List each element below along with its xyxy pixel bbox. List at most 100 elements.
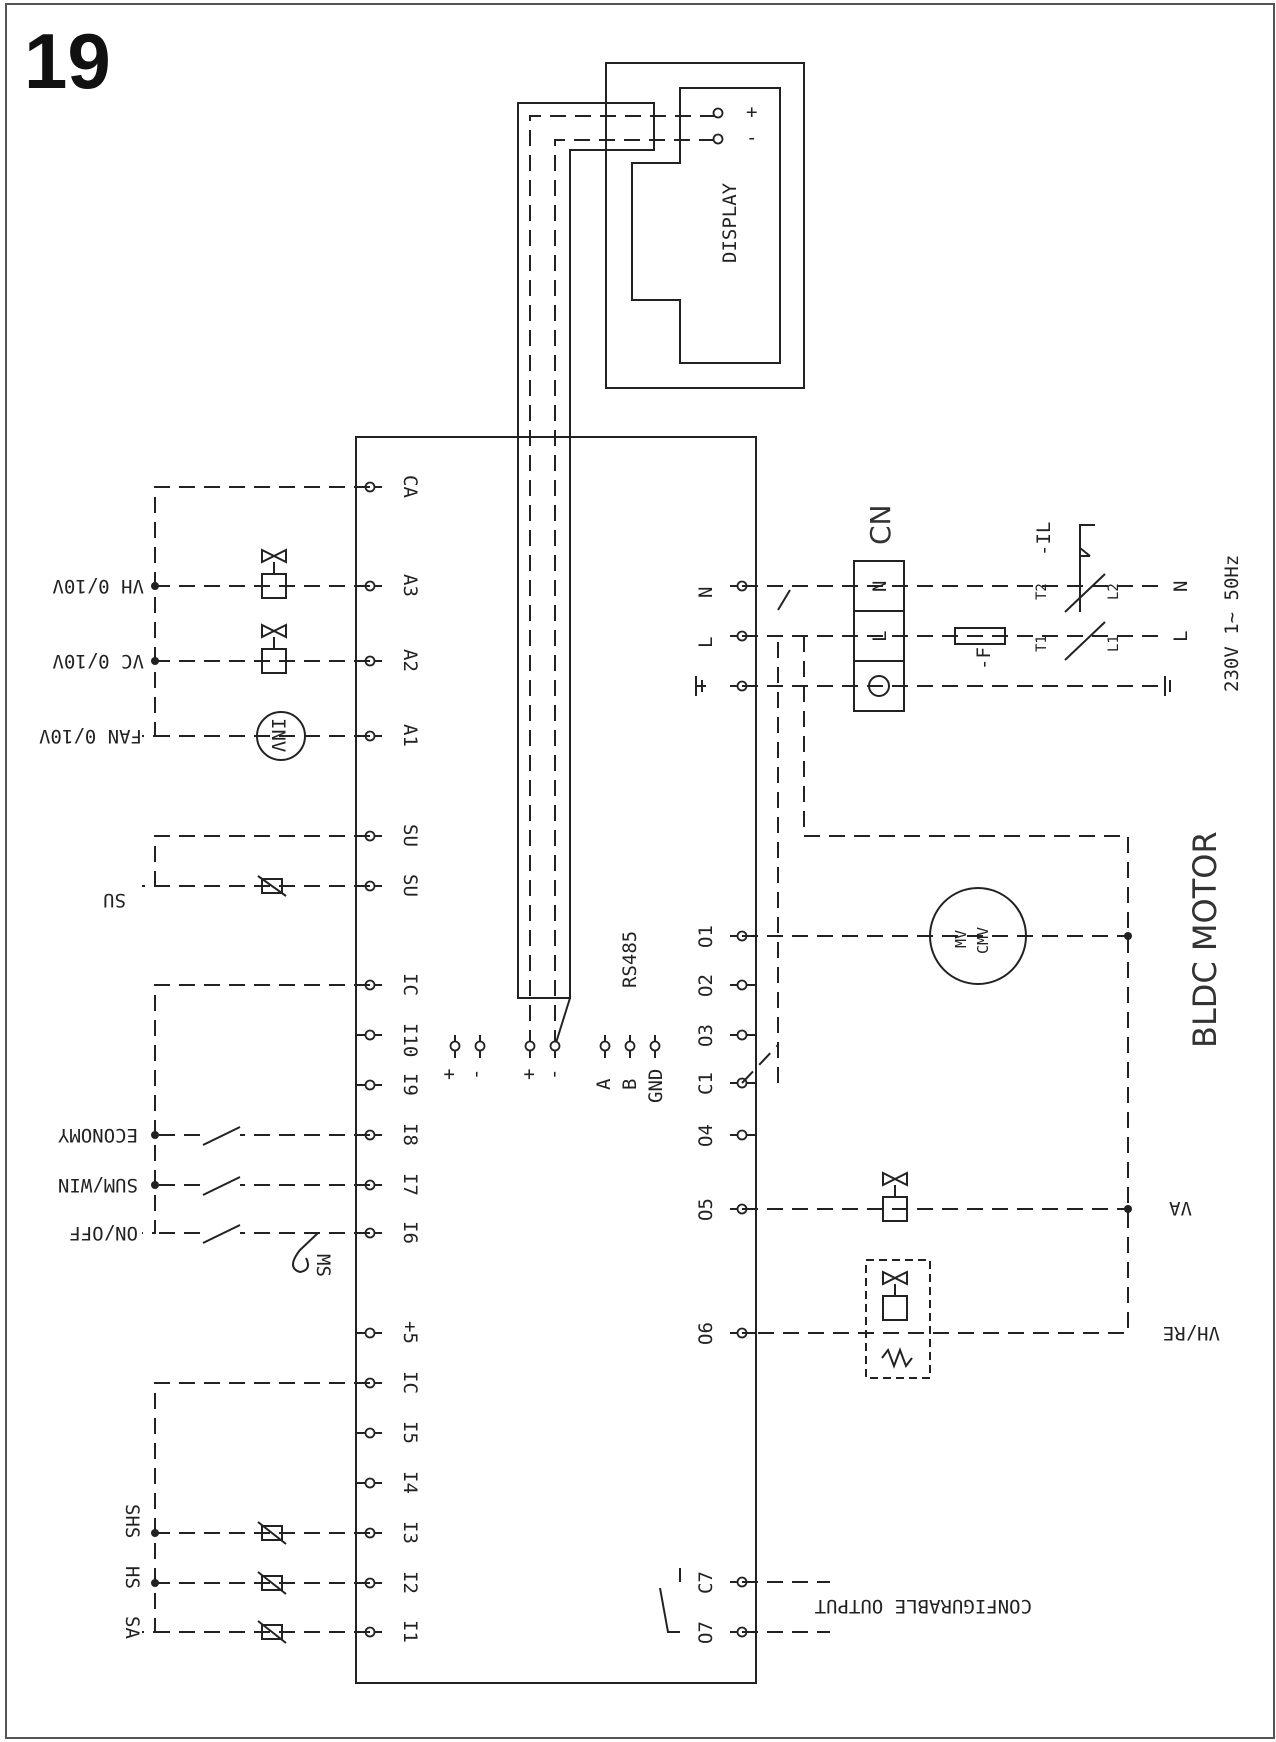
terminal-i4: [364, 1477, 376, 1489]
cn-n: N: [869, 581, 891, 592]
right-terminal-o4: [736, 1129, 748, 1141]
mid-terminal-5: [624, 1040, 636, 1052]
motor-mv-label: MV: [952, 930, 970, 948]
su-label: SU: [103, 889, 126, 911]
right-terminal-label-l: L: [695, 637, 717, 648]
rs485-gnd: GND: [645, 1069, 667, 1103]
display-label: DISPLAY: [719, 182, 741, 263]
shs-label: SHS: [121, 1504, 143, 1538]
vhre-label: VH/RE: [1163, 1322, 1220, 1344]
figure-number: 19: [24, 17, 111, 105]
mid-terminal-6: [649, 1040, 661, 1052]
isolator-switch-icon: -IL T2 T1 L2 L1: [1033, 522, 1122, 661]
terminal-label-ic1: IC: [399, 973, 421, 996]
supply-sensor: SU: [103, 835, 370, 911]
cn-l: L: [869, 631, 891, 642]
display-unit: DISPLAY + -: [605, 62, 805, 389]
sa-label: SA: [121, 1616, 143, 1639]
rs485-label: RS485: [619, 931, 641, 988]
controller-board: [355, 436, 757, 1684]
supply-label: 230V 1~ 50Hz: [1221, 555, 1243, 692]
mid-terminal-2: [524, 1040, 536, 1052]
middle-terminals: + - + - A B GND RS485: [438, 931, 667, 1103]
right-terminal-label-o5: O5: [695, 1198, 717, 1221]
right-terminal-label-o1: O1: [695, 925, 717, 948]
ground-icon: [695, 676, 706, 696]
fuse-icon: -F: [954, 627, 1006, 670]
mid-terminal-0: [449, 1040, 461, 1052]
fuse-label: -F: [973, 647, 995, 670]
t1-label: T1: [1034, 635, 1050, 652]
ms-label: MS: [312, 1254, 334, 1277]
terminal-label-su2: SU: [399, 874, 421, 897]
config-output-label: CONFIGURABLE OUTPUT: [815, 1595, 1032, 1617]
valve-a2-icon: [261, 623, 287, 674]
motor-icon: MV CMV: [929, 887, 1027, 985]
vc-label: VC 0/10V: [52, 650, 144, 672]
digital-inputs: ECONOMY SUM/WIN ON/OFF MS: [57, 984, 370, 1277]
terminal-label-a1: A1: [399, 724, 421, 747]
onoff-label: ON/OFF: [69, 1222, 138, 1244]
right-terminal-o2: [736, 979, 748, 991]
il-label: -IL: [1033, 522, 1055, 556]
motor-wiring: MV CMV BLDC MOTOR VA VH/RE: [741, 589, 1224, 1379]
terminal-label-i3: I3: [399, 1521, 421, 1544]
terminal-label-su1: SU: [399, 824, 421, 847]
l1-label: L1: [1106, 635, 1122, 652]
va-valve-icon: [882, 1171, 908, 1222]
mid-terminal-1: [474, 1040, 486, 1052]
va-label: VA: [1169, 1197, 1192, 1219]
su-sensor-icon: [257, 875, 287, 897]
analog-outputs: INV VH 0/10V VC 0/10V FAN 0/10V: [39, 486, 370, 761]
power-supply: CN N L -F -IL T2 T1 L2 L1 N L 230V 1~ 50…: [695, 505, 1243, 712]
terminal-label-i2: I2: [399, 1571, 421, 1594]
line-n-label: N: [1170, 581, 1192, 592]
bldc-motor-label: BLDC MOTOR: [1186, 831, 1224, 1048]
right-terminal-label-c1: C1: [695, 1072, 717, 1095]
l2-label: L2: [1106, 583, 1122, 600]
mid-terminal-3: [549, 1040, 561, 1052]
terminal-label-i7: I7: [399, 1173, 421, 1196]
mid-terminal-4: [599, 1040, 611, 1052]
terminal-i9: [364, 1079, 376, 1091]
right-terminal-label-o3: O3: [695, 1024, 717, 1047]
display-plus: +: [746, 101, 757, 123]
line-l-label: L: [1170, 631, 1192, 642]
sa-sensor-icon: [257, 1620, 287, 1644]
economy-label: ECONOMY: [57, 1124, 138, 1146]
rs485-a: A: [593, 1078, 615, 1090]
terminal-label-i1: I1: [399, 1620, 421, 1643]
cn-terminal-block: CN N L: [853, 505, 905, 712]
t2-label: T2: [1034, 583, 1050, 600]
hs-sensor-icon: [257, 1571, 287, 1595]
inverter-fan-icon: INV: [256, 711, 306, 761]
microswitch-icon: [292, 1232, 319, 1274]
mid-plus-1: +: [438, 1069, 460, 1080]
inv-label: INV: [267, 718, 289, 752]
mid-minus-2: -: [543, 1069, 565, 1080]
terminal-i10: [364, 1029, 376, 1041]
motor-cmv-label: CMV: [974, 927, 992, 954]
right-terminal-label-n: N: [695, 587, 717, 598]
shs-sensor-icon: [257, 1521, 287, 1545]
terminal-label-i9: I9: [399, 1073, 421, 1096]
mid-minus-1: -: [465, 1069, 487, 1080]
right-terminal-label-o2: O2: [695, 974, 717, 997]
right-terminal-o3: [736, 1029, 748, 1041]
fan-label: FAN 0/10V: [39, 725, 142, 747]
summin-label: SUM/WIN: [58, 1174, 138, 1196]
right-terminal-label-o7: O7: [695, 1621, 717, 1644]
terminal-label-a3: A3: [399, 574, 421, 597]
terminal-label-i4: I4: [399, 1471, 421, 1494]
terminal-label-p5: +5: [399, 1321, 421, 1344]
hs-label: HS: [121, 1566, 143, 1589]
valve-a3-icon: [261, 548, 287, 599]
ground-icon-right: [1164, 676, 1171, 696]
cn-label: CN: [864, 505, 897, 546]
display-minus: -: [746, 127, 757, 149]
terminal-i5: [364, 1427, 376, 1439]
right-terminal-label-c7: C7: [695, 1571, 717, 1594]
vhre-valve-icon: [865, 1259, 931, 1379]
